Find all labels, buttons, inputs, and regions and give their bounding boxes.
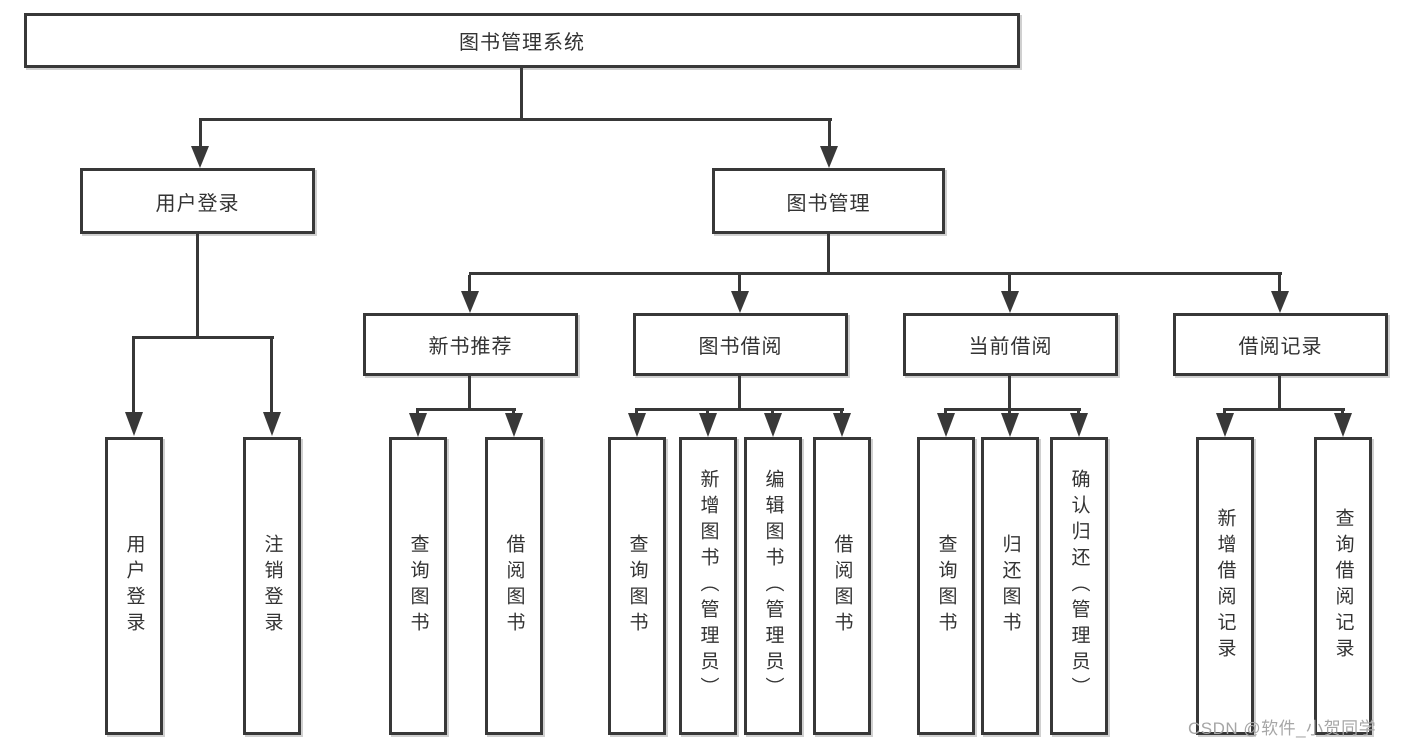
connector-line xyxy=(469,272,1282,275)
leaf-query-books-current: 查询图书 xyxy=(917,437,975,735)
leaf-add-borrow-record-label: 新增借阅记录 xyxy=(1214,508,1236,664)
leaf-edit-books-admin: 编辑图书（管理员） xyxy=(744,437,802,735)
connector-line xyxy=(132,336,274,339)
leaf-query-books-recommend-label: 查询图书 xyxy=(407,534,429,638)
leaf-add-books-admin-label: 新增图书（管理员） xyxy=(697,469,719,703)
connector-line xyxy=(199,118,832,121)
connector-arrowhead xyxy=(409,413,427,437)
connector-line xyxy=(738,275,741,292)
leaf-return-books: 归还图书 xyxy=(981,437,1039,735)
leaf-user-login-label: 用户登录 xyxy=(123,534,145,638)
connector-line xyxy=(1278,275,1281,292)
watermark-text: CSDN @软件_小贺同学 xyxy=(1188,719,1377,738)
connector-arrowhead xyxy=(764,413,782,437)
node-borrow-records-label: 借阅记录 xyxy=(1238,336,1323,358)
connector-arrowhead xyxy=(1271,291,1289,313)
node-book-borrow-label: 图书借阅 xyxy=(698,336,783,358)
leaf-logout: 注销登录 xyxy=(243,437,301,735)
connector-arrowhead xyxy=(628,413,646,437)
connector-line xyxy=(635,408,844,411)
connector-arrowhead xyxy=(263,412,281,436)
connector-arrowhead xyxy=(191,146,209,168)
leaf-borrow-books: 借阅图书 xyxy=(813,437,871,735)
leaf-query-borrow-record-label: 查询借阅记录 xyxy=(1332,508,1354,664)
leaf-query-books-recommend: 查询图书 xyxy=(389,437,447,735)
leaf-return-books-label: 归还图书 xyxy=(999,534,1021,638)
connector-line xyxy=(738,376,741,408)
connector-line xyxy=(1008,275,1011,292)
connector-line xyxy=(196,234,199,336)
connector-arrowhead xyxy=(461,291,479,313)
node-user-login: 用户登录 xyxy=(80,168,315,234)
connector-line xyxy=(468,275,471,292)
connector-arrowhead xyxy=(125,412,143,436)
leaf-query-books-current-label: 查询图书 xyxy=(935,534,957,638)
connector-arrowhead xyxy=(1001,291,1019,313)
node-borrow-records: 借阅记录 xyxy=(1173,313,1388,376)
leaf-borrow-books-recommend-label: 借阅图书 xyxy=(503,534,525,638)
node-current-borrow-label: 当前借阅 xyxy=(968,336,1053,358)
leaf-add-books-admin: 新增图书（管理员） xyxy=(679,437,737,735)
leaf-confirm-return-admin: 确认归还（管理员） xyxy=(1050,437,1108,735)
connector-line xyxy=(827,234,830,272)
node-book-borrow: 图书借阅 xyxy=(633,313,848,376)
node-book-management: 图书管理 xyxy=(712,168,945,234)
node-user-login-label: 用户登录 xyxy=(155,192,240,215)
leaf-query-borrow-record: 查询借阅记录 xyxy=(1314,437,1372,735)
connector-arrowhead xyxy=(1334,413,1352,437)
node-new-book-recommend-label: 新书推荐 xyxy=(428,336,513,358)
leaf-query-books-borrow-label: 查询图书 xyxy=(626,534,648,638)
connector-line xyxy=(828,121,831,148)
connector-arrowhead xyxy=(1216,413,1234,437)
connector-line xyxy=(132,339,135,413)
node-root-label: 图书管理系统 xyxy=(459,32,585,54)
connector-line xyxy=(944,408,1081,411)
connector-arrowhead xyxy=(505,413,523,437)
connector-arrowhead xyxy=(820,146,838,168)
connector-arrowhead xyxy=(937,413,955,437)
node-current-borrow: 当前借阅 xyxy=(903,313,1118,376)
connector-line xyxy=(520,68,523,118)
connector-arrowhead xyxy=(1070,413,1088,437)
connector-arrowhead xyxy=(731,291,749,313)
leaf-edit-books-admin-label: 编辑图书（管理员） xyxy=(762,469,784,703)
connector-line xyxy=(1278,376,1281,408)
connector-line xyxy=(1223,408,1345,411)
node-new-book-recommend: 新书推荐 xyxy=(363,313,578,376)
leaf-confirm-return-admin-label: 确认归还（管理员） xyxy=(1068,469,1090,703)
connector-line xyxy=(416,408,516,411)
node-root: 图书管理系统 xyxy=(24,13,1020,68)
connector-line xyxy=(1008,376,1011,408)
connector-arrowhead xyxy=(1001,413,1019,437)
connector-arrowhead xyxy=(699,413,717,437)
connector-line xyxy=(468,376,471,408)
leaf-user-login: 用户登录 xyxy=(105,437,163,735)
leaf-logout-label: 注销登录 xyxy=(261,534,283,638)
connector-line xyxy=(270,339,273,413)
connector-line xyxy=(199,121,202,148)
leaf-borrow-books-recommend: 借阅图书 xyxy=(485,437,543,735)
leaf-query-books-borrow: 查询图书 xyxy=(608,437,666,735)
node-book-management-label: 图书管理 xyxy=(786,192,871,215)
connector-arrowhead xyxy=(833,413,851,437)
leaf-borrow-books-label: 借阅图书 xyxy=(831,534,853,638)
leaf-add-borrow-record: 新增借阅记录 xyxy=(1196,437,1254,735)
